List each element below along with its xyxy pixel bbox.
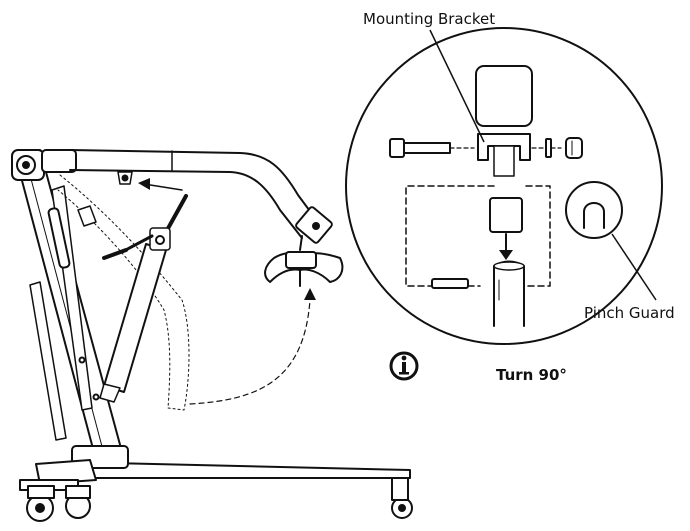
bolt: [389, 138, 475, 158]
caster-front-left: [26, 485, 55, 522]
insert-arrowhead: [499, 250, 513, 260]
swing-arrow-head: [304, 288, 316, 300]
caster-rear: [391, 477, 413, 519]
mounting-bracket-label: Mounting Bracket: [363, 10, 495, 28]
pinch-guard-label: Pinch Guard: [584, 304, 675, 322]
caster-front-right: [65, 485, 91, 519]
patient-lift: [11, 149, 413, 522]
bracket-top-block: [475, 65, 533, 127]
detail-circle: [345, 27, 663, 345]
mast-handle: [47, 205, 97, 269]
pinch-guard-leader: [611, 233, 657, 301]
lift-base: [19, 445, 411, 491]
bottom-pin: [431, 278, 469, 289]
washer-nut: [531, 137, 583, 159]
turn-instruction: Turn 90°: [496, 366, 567, 384]
mast-top-pivot: [11, 149, 77, 181]
lift-mast: [15, 149, 123, 461]
lift-actuator: [99, 194, 188, 403]
boom-arrow: [138, 178, 183, 191]
info-icon: [389, 351, 419, 381]
mounting-bracket-leader: [429, 29, 485, 143]
lift-boom: [69, 149, 333, 244]
detail-view: [345, 27, 663, 345]
pinch-guard: [565, 181, 623, 239]
square-insert: [489, 197, 523, 233]
swing-arrow-path: [189, 299, 311, 405]
sling-bar: [264, 235, 344, 287]
mounting-bracket: [477, 133, 531, 177]
boom-ghost-outline: [57, 174, 190, 411]
